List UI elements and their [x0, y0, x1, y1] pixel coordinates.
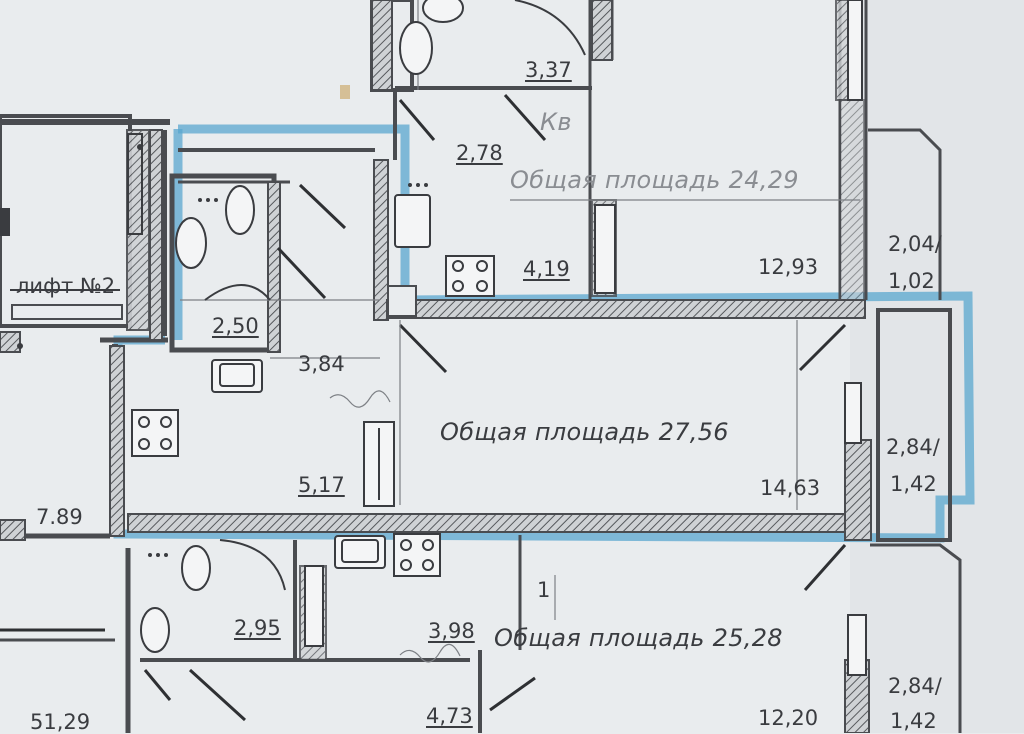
area-1-42-mid: 1,42	[890, 472, 937, 496]
lift-door	[0, 208, 10, 236]
area-2-84-mid: 2,84/	[886, 435, 940, 459]
door-swings	[0, 94, 847, 722]
common-area-bot: Общая площадь 25,28	[494, 624, 783, 652]
common-area-top: Общая площадь 24,29	[510, 166, 799, 194]
bathtub-icon	[10, 0, 586, 591]
marker-dots	[17, 144, 428, 557]
area-3-37: 3,37	[525, 58, 572, 82]
area-1-02: 1,02	[888, 269, 935, 293]
area-3-98: 3,98	[428, 619, 475, 643]
area-5-17: 5,17	[298, 473, 345, 497]
area-12-93: 12,93	[758, 255, 819, 279]
corner-mark: 1	[537, 578, 551, 602]
area-3-84: 3,84	[298, 352, 345, 376]
area-12-20: 12,20	[758, 706, 819, 730]
sink-icon	[211, 194, 431, 569]
area-51-29: 51,29	[30, 710, 91, 734]
paper-stain	[340, 85, 350, 99]
area-2-04: 2,04/	[888, 232, 942, 256]
area-2-78: 2,78	[456, 141, 503, 165]
toilet-icon	[140, 0, 464, 653]
area-4-73: 4,73	[426, 704, 473, 728]
area-2-50: 2,50	[212, 314, 259, 338]
area-2-95: 2,95	[234, 616, 281, 640]
window-icon	[127, 0, 867, 676]
area-7-89: 7.89	[36, 505, 83, 529]
stove-icon	[131, 255, 495, 577]
area-2-84-bot: 2,84/	[888, 674, 942, 698]
common-area-mid: Общая площадь 27,56	[440, 418, 729, 446]
area-14-63: 14,63	[760, 476, 821, 500]
area-1-42-bot: 1,42	[890, 709, 937, 733]
apartment-label-partial: Кв	[540, 108, 572, 136]
area-4-19: 4,19	[523, 257, 570, 281]
lift-label: лифт №2	[16, 274, 116, 298]
